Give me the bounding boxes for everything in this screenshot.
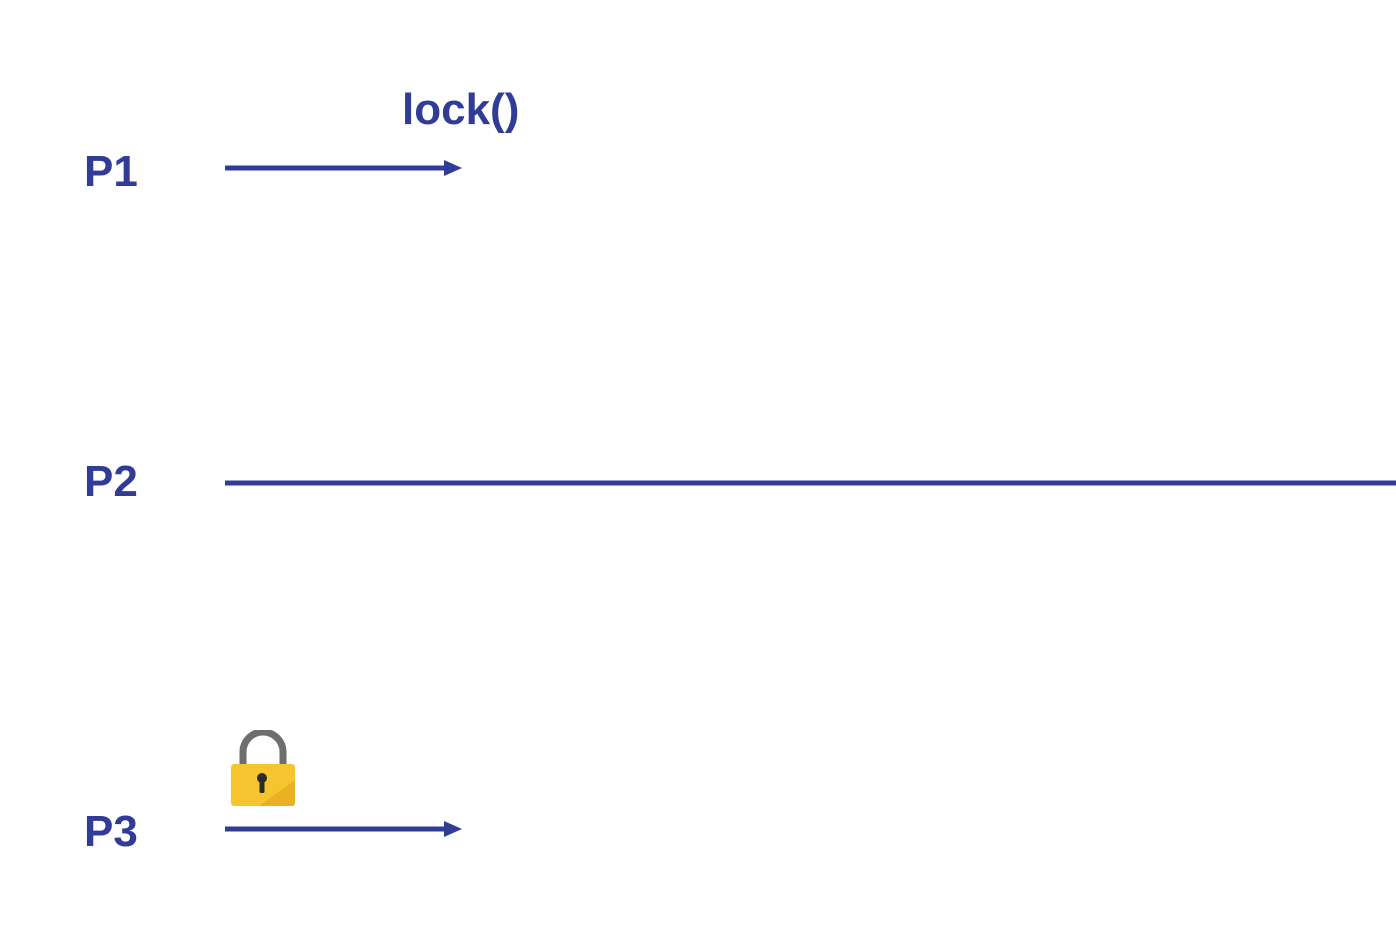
operation-label-lock: lock() [402,85,520,134]
process-label-p2: P2 [84,457,138,506]
p1-arrow-head [444,160,462,176]
p3-arrow-head [444,821,462,837]
p3-timeline [225,821,462,837]
padlock-icon [231,730,295,806]
process-label-p1: P1 [84,147,138,196]
p1-timeline [225,160,462,176]
process-label-p3: P3 [84,807,138,856]
